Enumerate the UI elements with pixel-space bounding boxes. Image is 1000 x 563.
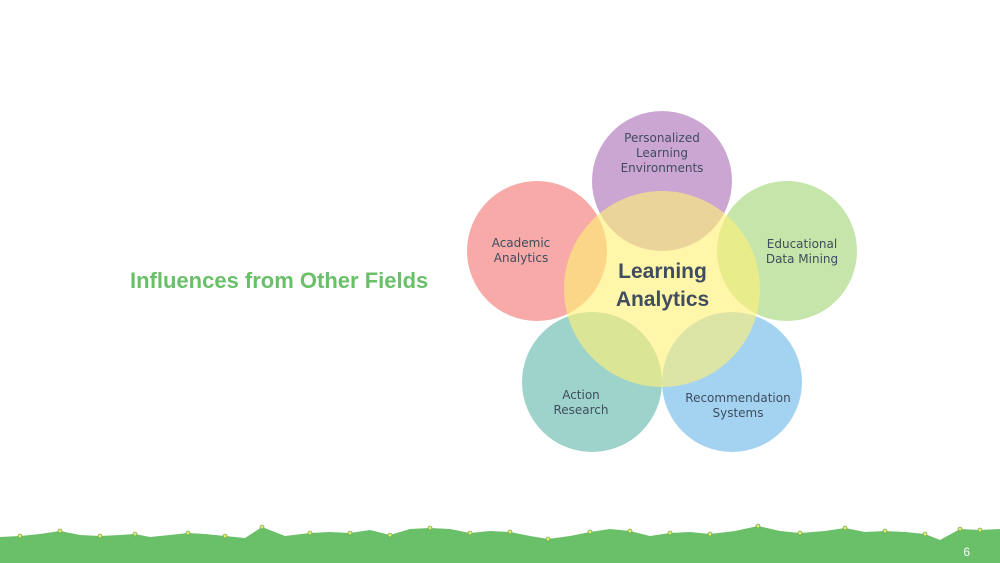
label-line: Analytics (493, 251, 549, 265)
label-line: Learning (635, 146, 689, 160)
grass-dot (17, 533, 23, 539)
label-line: Educational (766, 237, 838, 251)
grass-dot (507, 529, 513, 535)
label-line: Research (553, 403, 609, 417)
grass-dot (755, 523, 761, 529)
grass-dot (922, 531, 928, 537)
page-number: 6 (963, 545, 970, 559)
label-line: Environments (620, 161, 704, 175)
label-educational-data-mining: Educational Data Mining (752, 237, 852, 267)
center-label-line: Learning (618, 260, 707, 283)
grass-dot (387, 532, 393, 538)
grass-dot (259, 524, 265, 530)
grass-dots (17, 523, 983, 542)
label-academic-analytics: Academic Analytics (480, 236, 562, 266)
grass-dot (842, 525, 848, 531)
grass-dot (132, 531, 138, 537)
grass-dot (797, 530, 803, 536)
grass-dot (347, 530, 353, 536)
label-action-research: Action Research (540, 388, 622, 418)
grass-dot (57, 528, 63, 534)
label-personalized-learning-environments: Personalized Learning Environments (612, 131, 712, 176)
grass-dot (667, 530, 673, 536)
grass-dot (185, 530, 191, 536)
center-label-learning-analytics: Learning Analytics (585, 258, 740, 314)
label-line: Personalized (624, 131, 700, 145)
grass-dot (627, 528, 633, 534)
label-line: Data Mining (765, 252, 839, 266)
grass-shape (0, 526, 1000, 563)
label-line: Academic (491, 236, 551, 250)
grass-dot (222, 533, 228, 539)
venn-diagram (467, 111, 857, 452)
center-label-line: Analytics (615, 288, 710, 311)
grass-dot (545, 536, 551, 542)
grass-dot (977, 527, 983, 533)
grass-dot (467, 530, 473, 536)
grass-dot (427, 525, 433, 531)
grass-dot (97, 533, 103, 539)
grass-dot (587, 529, 593, 535)
label-line: Recommendation (685, 391, 791, 405)
label-line: Action (562, 388, 600, 402)
grass-dot (707, 531, 713, 537)
grass-dot (307, 530, 313, 536)
center-circle (564, 191, 760, 387)
grass-footer (0, 523, 1000, 563)
grass-dot (957, 526, 963, 532)
slide-title: Influences from Other Fields (130, 268, 429, 293)
label-recommendation-systems: Recommendation Systems (676, 391, 800, 421)
grass-dot (882, 528, 888, 534)
label-line: Systems (712, 406, 764, 420)
